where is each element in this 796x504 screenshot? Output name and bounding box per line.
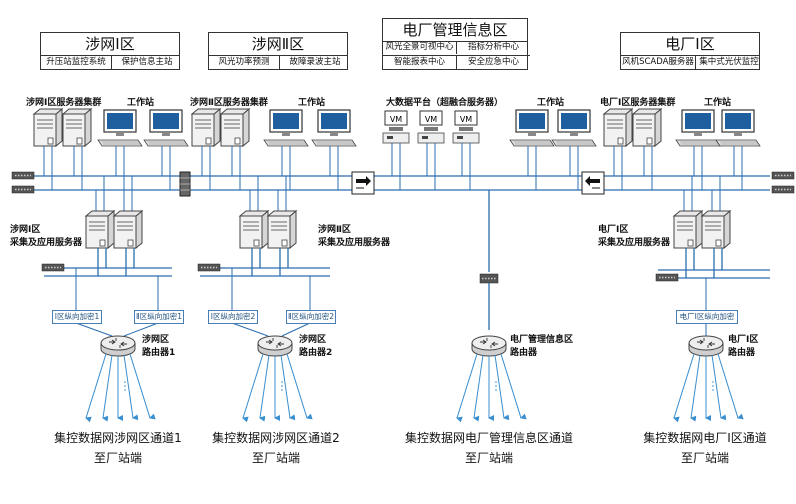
cluster-label: 涉网Ⅰ区服务器集群 [26,98,102,108]
router-label-line: 路由器2 [299,348,333,358]
acquisition-label: 涉网Ⅱ区 采集及应用服务器 [318,224,390,250]
acquisition-label: 电厂Ⅰ区 采集及应用服务器 [598,224,670,250]
acquisition-label-line: 涉网Ⅱ区 [318,225,351,235]
acquisition-servers-grid-1 [41,176,172,277]
acquisition-label: 涉网Ⅰ区 采集及应用服务器 [10,224,82,250]
channel-label-line: 集控数据网涉网区通道2 [212,431,340,445]
zone-cell: 故障录波主站 [279,56,350,69]
workstations-grid-2 [263,109,357,190]
encryption-device: Ⅱ区纵向加密1 [134,310,184,324]
zone-title: 电厂管理信息区 [383,19,527,42]
router-label: 涉网区 路由器1 [142,334,175,360]
router-icon [257,335,293,357]
vm-label: VM [460,115,472,124]
router-label-line: 涉网区 [299,335,327,345]
acquisition-label-line: 电厂Ⅰ区 [598,225,629,235]
management-uplink [479,190,499,330]
router-icon [688,335,724,357]
server-cluster-plant-1 [603,108,662,190]
channel-label-line: 至厂站端 [680,451,729,465]
router-label-line: 电厂Ⅰ区 [728,335,759,345]
zone-cell: 升压站监控系统 [46,57,106,67]
zone-title: 涉网Ⅰ区 [41,33,179,56]
zone-cell: 保护信息主站 [111,56,182,69]
cluster-label: 电厂Ⅰ区服务器集群 [600,98,676,108]
acquisition-label-line: 采集及应用服务器 [318,238,391,248]
zone-box-plant-1: 电厂Ⅰ区 风机SCADA服务器 集中式光伏监控 [620,32,760,70]
channel-label-line: 集控数据网涉网区通道1 [54,431,182,445]
channel-label: 集控数据网涉网区通道2 至厂站端 [196,428,356,468]
acquisition-label-line: 涉网Ⅰ区 [10,225,41,235]
server-cluster-grid-2 [191,108,250,190]
vm-label: VM [425,115,437,124]
channel-label: 集控数据网电厂管理信息区通道 至厂站端 [404,428,574,468]
workstations-grid-1 [97,109,189,190]
router-icon [471,335,507,357]
zone-box-management: 电厂管理信息区 风光全景可视中心 指标分析中心 智能报表中心 安全应急中心 [382,18,530,70]
ellipsis-dots [124,381,714,391]
bigdata-platform [382,110,480,190]
zone-cell: 风机SCADA服务器 [622,57,694,67]
workstations-plant-1 [675,109,761,190]
channel-label: 集控数据网电厂Ⅰ区通道 至厂站端 [620,428,790,468]
router-label-line: 路由器1 [142,348,176,358]
router-icon [100,335,136,357]
acquisition-servers-grid-2 [197,176,330,277]
workstation-label: 工作站 [127,98,155,108]
zone-cell: 安全应急中心 [456,55,530,69]
cluster-label: 涉网Ⅱ区服务器集群 [190,98,268,108]
zone-box-grid-2: 涉网Ⅱ区 风光功率预测 故障录波主站 [208,32,348,70]
channel-label-line: 集控数据网电厂Ⅰ区通道 [643,431,767,445]
zone-cell: 指标分析中心 [456,41,530,54]
server-cluster-grid-1 [33,108,92,190]
acquisition-label-line: 采集及应用服务器 [10,238,83,248]
bigdata-label: 大数据平台（超融合服务器） [386,98,504,108]
isolation-device-icon [581,171,605,195]
channel-label: 集控数据网涉网区通道1 至厂站端 [38,428,198,468]
backbone-bus [34,175,770,191]
firewall-icon [179,171,191,197]
encryption-links [75,268,707,337]
workstation-label: 工作站 [537,98,565,108]
zone-cell: 集中式光伏监控 [695,56,762,69]
acquisition-label-line: 采集及应用服务器 [598,238,671,248]
router-label-line: 路由器 [510,348,538,358]
vm-label: VM [390,115,402,124]
channel-label-line: 集控数据网电厂管理信息区通道 [404,431,573,445]
encryption-device: Ⅰ区纵向加密1 [52,310,102,324]
channel-label-line: 至厂站端 [464,451,513,465]
zone-title: 电厂Ⅰ区 [621,33,759,56]
workstations-management [509,109,597,190]
encryption-device: 电厂Ⅰ区纵向加密 [676,310,738,324]
zone-cell: 风光功率预测 [218,57,270,67]
encryption-device: Ⅱ区纵向加密2 [286,310,336,324]
router-label-line: 电厂管理信息区 [510,335,574,345]
channel-label-line: 至厂站端 [93,451,142,465]
channel-label-line: 至厂站端 [251,451,300,465]
router-label-line: 路由器 [728,348,756,358]
zone-box-grid-1: 涉网Ⅰ区 升压站监控系统 保护信息主站 [40,32,180,70]
encryption-device: Ⅰ区纵向加密2 [208,310,258,324]
zone-title: 涉网Ⅱ区 [209,33,347,56]
channel-arrows [85,353,744,423]
router-label: 电厂Ⅰ区 路由器 [728,334,758,360]
zone-cell: 风光全景可视中心 [385,42,454,52]
router-label: 涉网区 路由器2 [299,334,332,360]
router-label: 电厂管理信息区 路由器 [510,334,573,360]
workstation-label: 工作站 [704,98,732,108]
router-label-line: 涉网区 [142,335,170,345]
zone-cell: 智能报表中心 [383,55,456,69]
isolation-device-icon [351,171,375,195]
acquisition-servers-plant-1 [655,176,770,282]
workstation-label: 工作站 [298,98,326,108]
